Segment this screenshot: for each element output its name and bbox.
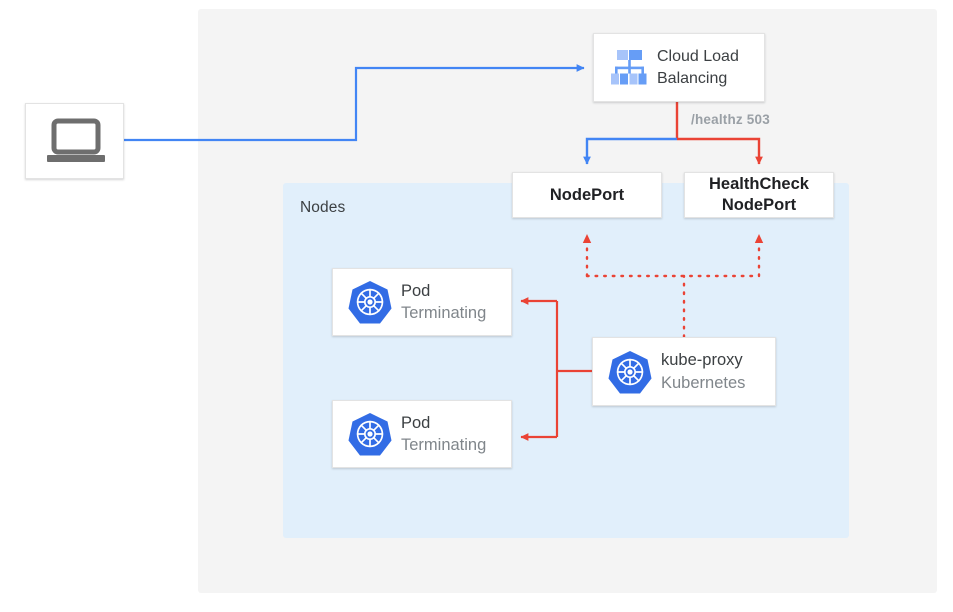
kubernetes-icon — [599, 349, 661, 395]
pod-status-1: Terminating — [401, 304, 487, 322]
pod-title-1: Pod — [401, 281, 431, 300]
healthz-annotation: /healthz 503 — [691, 112, 770, 127]
healthcheck-nodeport-label-line2: NodePort — [721, 196, 797, 214]
pod-text-1: Pod Terminating — [401, 280, 486, 325]
nodeport-label: NodePort — [549, 185, 625, 204]
kube-proxy-card[interactable]: kube-proxy Kubernetes — [592, 337, 776, 406]
kube-proxy-subtitle: Kubernetes — [661, 373, 746, 392]
pod-card-1[interactable]: Pod Terminating — [332, 268, 512, 336]
pod-card-2[interactable]: Pod Terminating — [332, 400, 512, 468]
pod-title-2: Pod — [401, 413, 431, 432]
cloud-load-balancing-title-line1: Cloud Load — [657, 47, 739, 65]
cloud-load-balancing-title-line2: Balancing — [657, 69, 728, 87]
client-laptop-card[interactable] — [25, 103, 124, 179]
kube-proxy-title: kube-proxy — [661, 351, 743, 370]
pod-text-2: Pod Terminating — [401, 412, 486, 457]
nodes-region-label: Nodes — [300, 199, 346, 216]
healthcheck-nodeport-label: HealthCheck NodePort — [709, 174, 809, 215]
nodeport-box[interactable]: NodePort — [512, 172, 662, 218]
cloud-load-balancing-text: Cloud Load Balancing — [657, 46, 739, 89]
laptop-icon — [26, 117, 125, 165]
pod-status-2: Terminating — [401, 436, 487, 454]
cloud-load-balancing-card[interactable]: Cloud Load Balancing — [593, 33, 765, 102]
kube-proxy-text: kube-proxy Kubernetes — [661, 349, 745, 394]
cloud-load-balancing-icon — [602, 46, 657, 90]
kubernetes-icon — [339, 411, 401, 457]
healthcheck-nodeport-box[interactable]: HealthCheck NodePort — [684, 172, 834, 218]
kubernetes-icon — [339, 279, 401, 325]
healthcheck-nodeport-label-line1: HealthCheck — [709, 175, 809, 194]
